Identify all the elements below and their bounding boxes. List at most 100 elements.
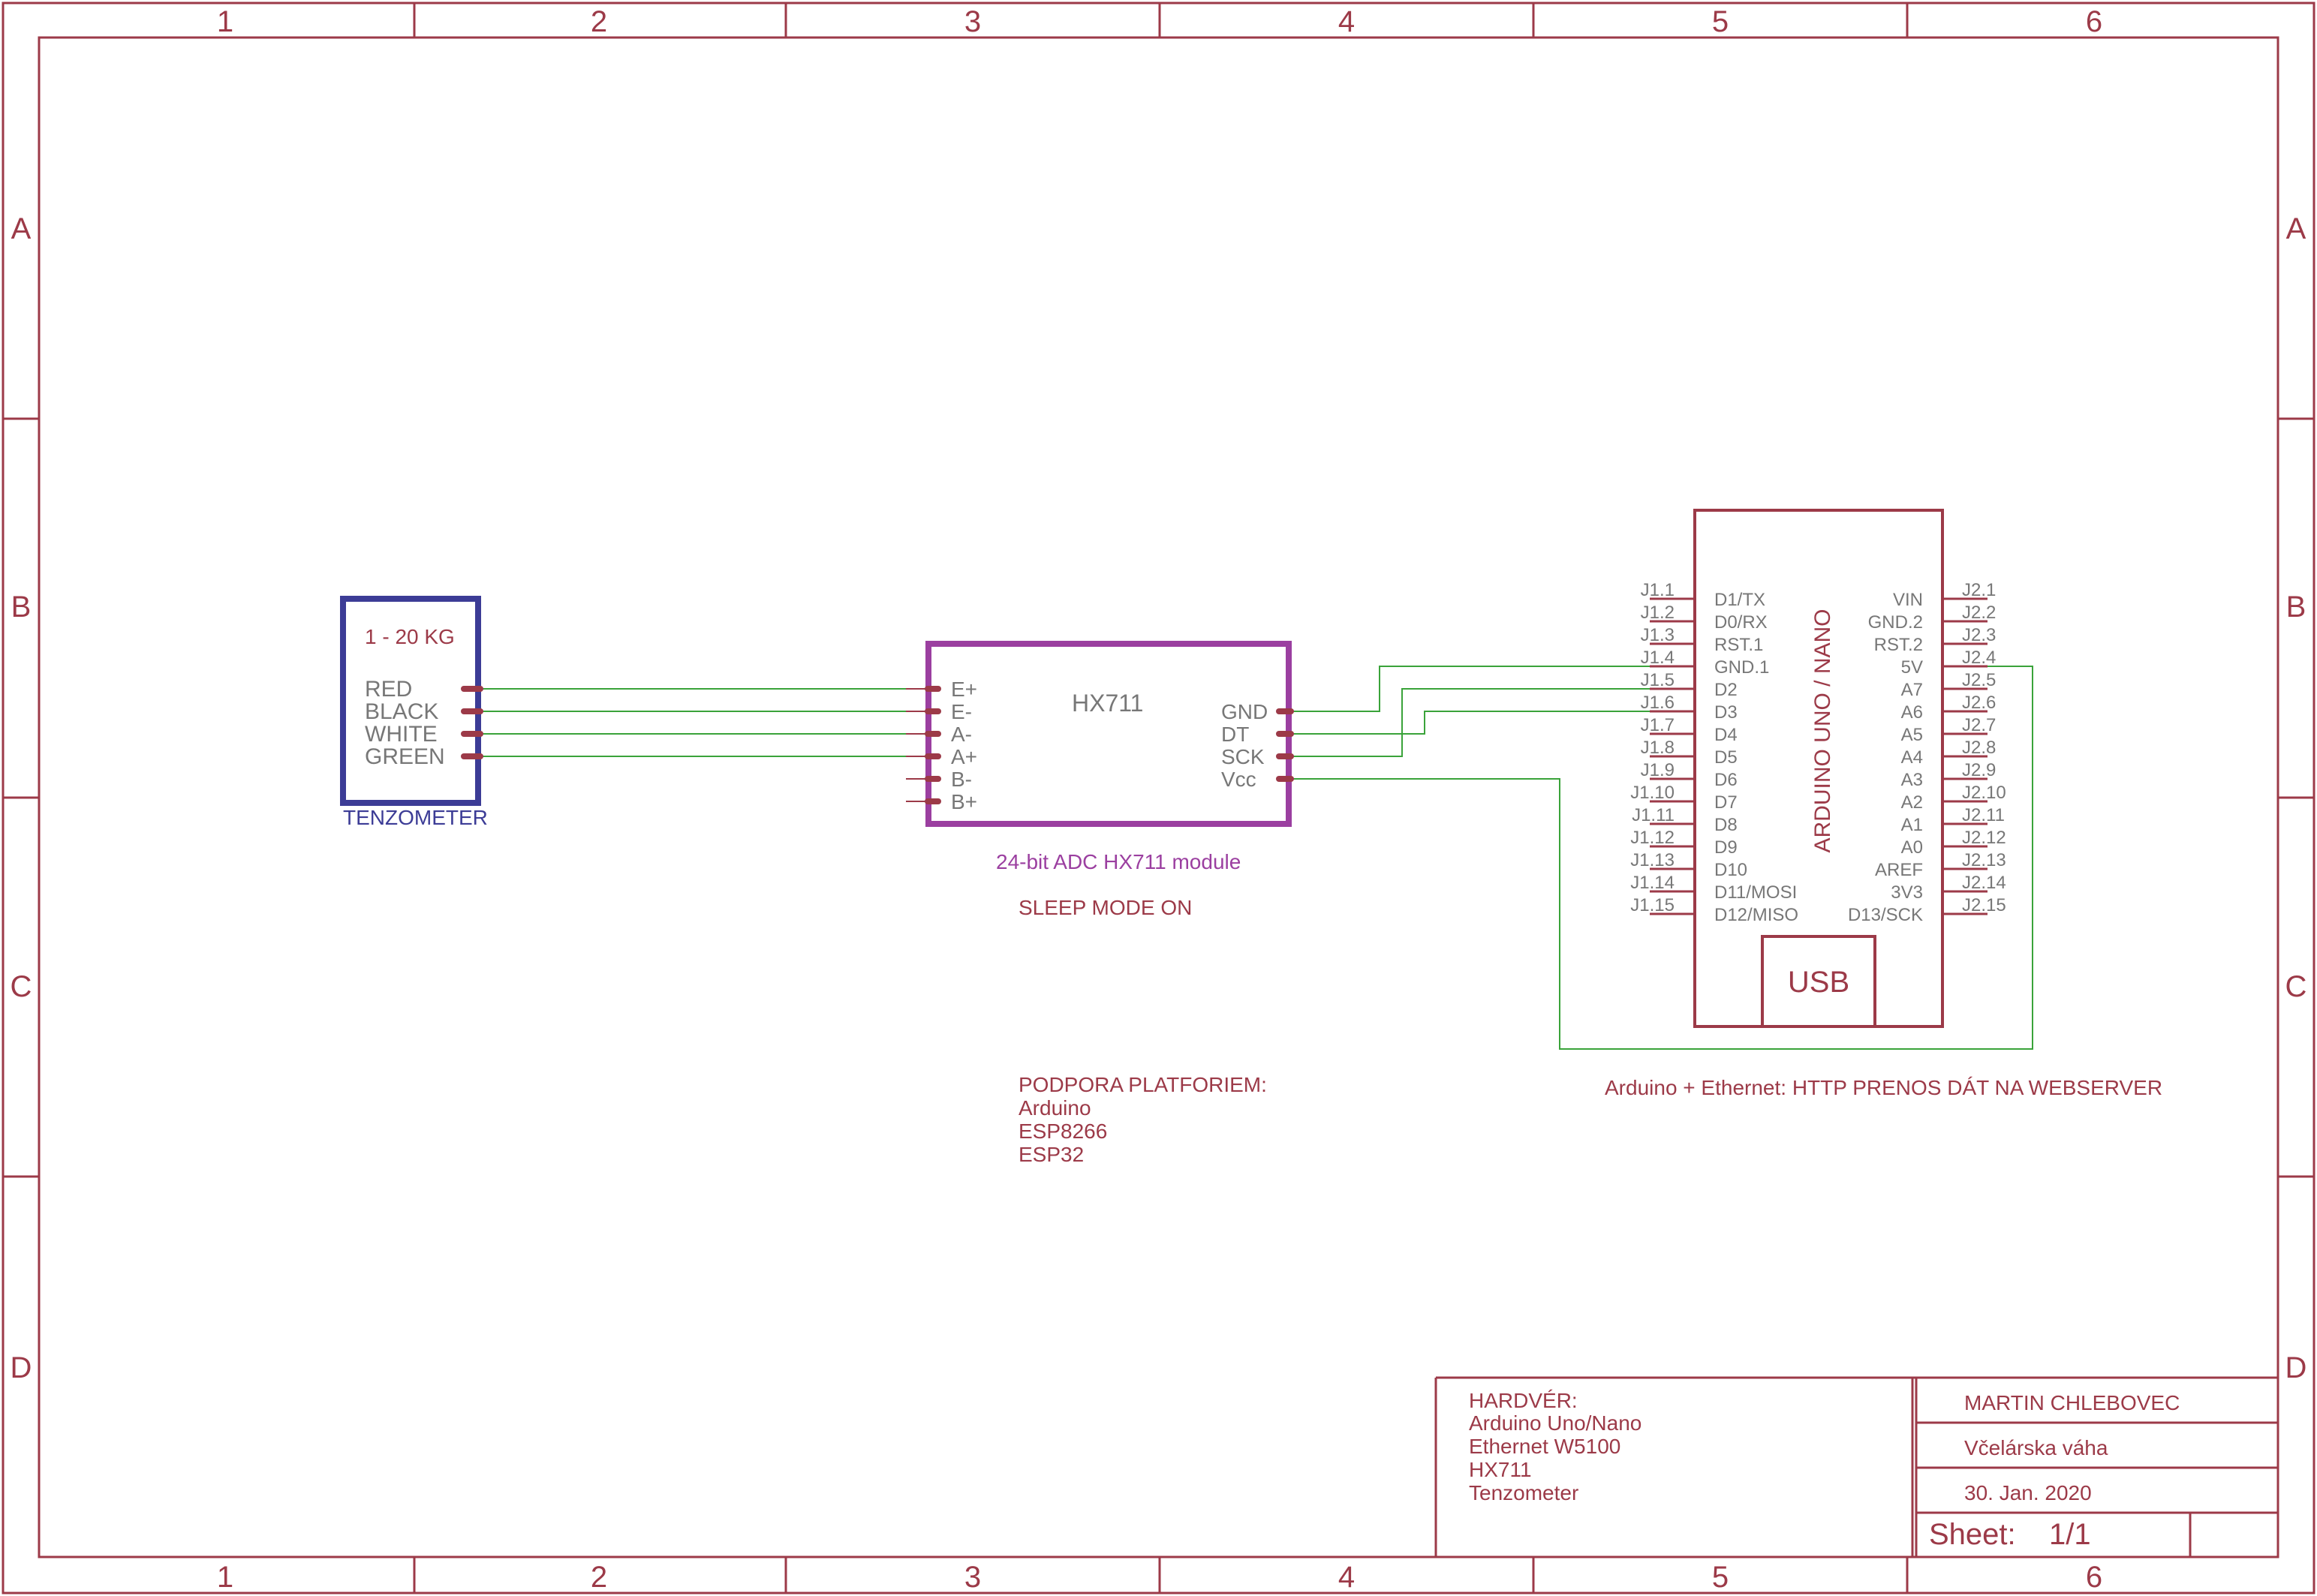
tenzometer-wire-label: GREEN [365, 744, 445, 769]
frame-col-label-top: 1 [217, 5, 233, 38]
arduino-j1-label: J1.15 [1630, 895, 1675, 915]
arduino-j1-pin-name: D9 [1714, 837, 1738, 858]
arduino-j1-pin-name: GND.1 [1714, 657, 1769, 678]
hx711-right-pin-label: GND [1221, 700, 1268, 723]
frame-row-label-right: A [2286, 212, 2306, 245]
arduino-j2-header: J2.1VINJ2.2GND.2J2.3RST.2J2.45VJ2.5A7J2.… [1848, 580, 2006, 925]
arduino-j1-pin-name: D12/MISO [1714, 905, 1798, 925]
arduino-j2-pin-name: A0 [1901, 837, 1923, 858]
hx711-right-pin-label: SCK [1221, 745, 1265, 768]
project-date: 30. Jan. 2020 [1964, 1481, 2092, 1504]
frame-col-label-top: 2 [591, 5, 607, 38]
frame-row-label-left: A [11, 212, 32, 245]
arduino-title: ARDUINO UNO / NANO [1810, 609, 1835, 852]
hx711-left-pin-label: E+ [951, 678, 977, 701]
hx711-left-pin-label: E- [951, 700, 972, 723]
arduino-j1-label: J1.9 [1641, 760, 1675, 780]
frame-row-label-right: D [2285, 1351, 2307, 1384]
wires [479, 666, 2033, 1050]
arduino-j1-label: J1.6 [1641, 693, 1675, 713]
tenzometer-range: 1 - 20 KG [365, 625, 455, 648]
arduino-j1-pin-name: D10 [1714, 860, 1747, 880]
frame-row-label-left: B [11, 591, 32, 624]
frame-row-label-left: D [11, 1351, 32, 1384]
frame-row-label-left: C [11, 970, 32, 1003]
platform-item: ESP32 [1019, 1143, 1084, 1166]
arduino-j2-label: J2.4 [1962, 648, 1996, 668]
arduino-j2-pin-name: A6 [1901, 702, 1923, 723]
tenzometer-body[interactable] [340, 596, 481, 806]
hx711-caption: 24-bit ADC HX711 module [996, 850, 1241, 873]
frame-row-label-right: C [2285, 970, 2307, 1003]
wire-sck [1292, 688, 1675, 757]
frame-dividers [3, 3, 2314, 1593]
hx711-right-pin-label: Vcc [1221, 768, 1256, 791]
hx711-title: HX711 [1072, 690, 1143, 717]
hardware-item: Ethernet W5100 [1469, 1435, 1620, 1458]
arduino-j2-label: J2.7 [1962, 715, 1996, 735]
arduino-j2-pin-name: A2 [1901, 792, 1923, 813]
frame-col-label-bottom: 4 [1338, 1561, 1355, 1594]
hardware-item: Tenzometer [1469, 1481, 1578, 1504]
arduino-j2-label: J2.2 [1962, 603, 1996, 623]
arduino-j2-label: J2.15 [1962, 895, 2006, 915]
sheet-value: 1/1 [2049, 1518, 2091, 1551]
arduino-j1-pin-name: D4 [1714, 725, 1738, 745]
wire-gnd [1292, 666, 1653, 712]
arduino-j2-pin-name: GND.2 [1868, 612, 1923, 633]
arduino-j2-pin-name: A7 [1901, 680, 1923, 700]
author-name: MARTIN CHLEBOVEC [1964, 1391, 2180, 1414]
frame-col-label-top: 5 [1712, 5, 1729, 38]
frame-col-label-top: 4 [1338, 5, 1355, 38]
arduino-caption: Arduino + Ethernet: HTTP PRENOS DÁT NA W… [1605, 1076, 2162, 1099]
arduino-j1-label: J1.3 [1641, 625, 1675, 645]
arduino-j1-pin-name: D1/TX [1714, 590, 1765, 610]
arduino-j2-pin-name: 3V3 [1891, 882, 1923, 903]
arduino-j2-pin-name: 5V [1901, 657, 1923, 678]
hardware-item: Arduino Uno/Nano [1469, 1411, 1641, 1435]
arduino-j1-label: J1.4 [1641, 648, 1675, 668]
arduino-j1-label: J1.12 [1630, 828, 1675, 848]
arduino-j2-pin-name: A5 [1901, 725, 1923, 745]
arduino-j1-pin-name: D7 [1714, 792, 1738, 813]
arduino-j2-pin-name: A1 [1901, 815, 1923, 835]
hardware-item: HX711 [1469, 1458, 1532, 1481]
wire-vcc [1292, 666, 2033, 1050]
arduino-j1-pin-name: D0/RX [1714, 612, 1768, 633]
sleep-mode-note: SLEEP MODE ON [1019, 896, 1192, 919]
hx711-left-pin-label: B- [951, 768, 972, 791]
arduino-j2-pin-name: D13/SCK [1848, 905, 1923, 925]
tenzometer-wire-label: WHITE [365, 722, 438, 747]
usb-label: USB [1788, 966, 1849, 999]
frame-col-label-top: 3 [964, 5, 981, 38]
frame-row-label-right: B [2286, 591, 2306, 624]
tenzometer-label: TENZOMETER [343, 806, 488, 829]
arduino-j2-pin-name: AREF [1875, 860, 1923, 880]
arduino-j2-label: J2.13 [1962, 850, 2006, 870]
arduino-j1-label: J1.14 [1630, 873, 1675, 893]
arduino-j2-label: J2.10 [1962, 783, 2006, 803]
arduino-j2-label: J2.1 [1962, 580, 1996, 600]
arduino-j1-label: J1.13 [1630, 850, 1675, 870]
arduino-j1-label: J1.10 [1630, 783, 1675, 803]
hx711-left-pins: E+E-A-A+B-B+ [906, 678, 977, 813]
arduino-j1-pin-name: D5 [1714, 747, 1738, 768]
arduino-j1-pin-name: D8 [1714, 815, 1738, 835]
arduino-j2-pin-name: RST.2 [1874, 635, 1923, 655]
arduino-j1-pin-name: D6 [1714, 770, 1738, 790]
arduino-j2-label: J2.11 [1962, 805, 2005, 825]
frame-col-label-bottom: 1 [217, 1561, 233, 1594]
arduino-j2-label: J2.12 [1962, 828, 2006, 848]
frame-col-label-bottom: 5 [1712, 1561, 1729, 1594]
frame-col-label-bottom: 2 [591, 1561, 607, 1594]
